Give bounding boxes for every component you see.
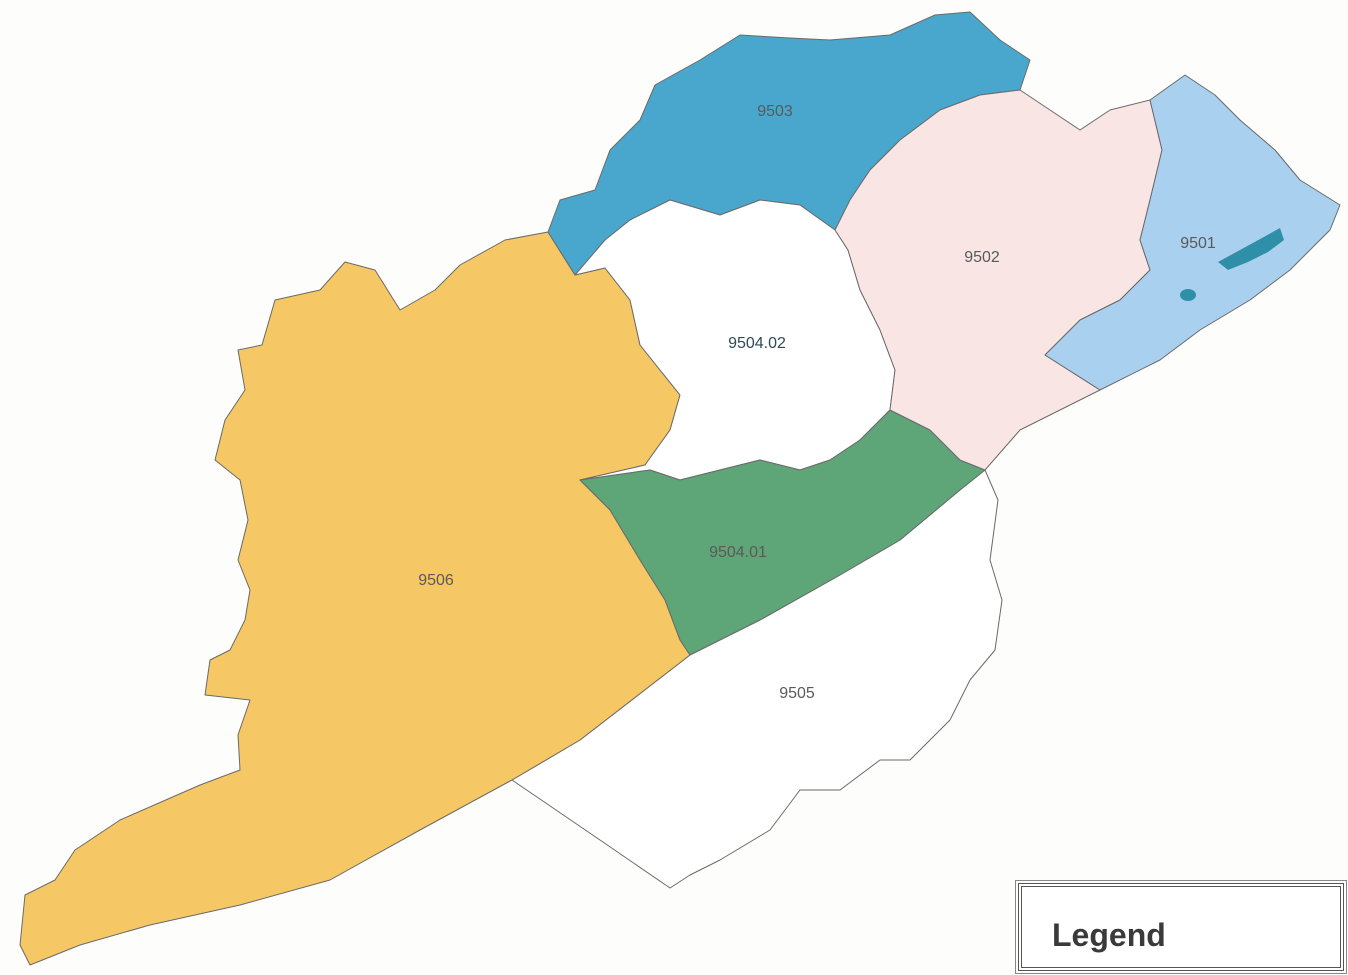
tract-label-9503: 9503 — [757, 103, 793, 120]
legend-box: Legend — [1015, 880, 1347, 974]
tract-9501[interactable] — [1044, 74, 1341, 391]
pond-shape — [1180, 289, 1196, 301]
legend-title: Legend — [1052, 917, 1166, 953]
tract-label-9504-01: 9504.01 — [709, 544, 767, 561]
tract-label-9505: 9505 — [779, 685, 815, 702]
tract-label-9502: 9502 — [964, 249, 1000, 266]
tract-label-9506: 9506 — [418, 572, 454, 589]
tract-label-9504-02: 9504.02 — [728, 335, 786, 352]
tract-label-9501: 9501 — [1180, 235, 1216, 252]
lake-shape — [1218, 228, 1284, 270]
tract-9506[interactable] — [19, 231, 691, 966]
